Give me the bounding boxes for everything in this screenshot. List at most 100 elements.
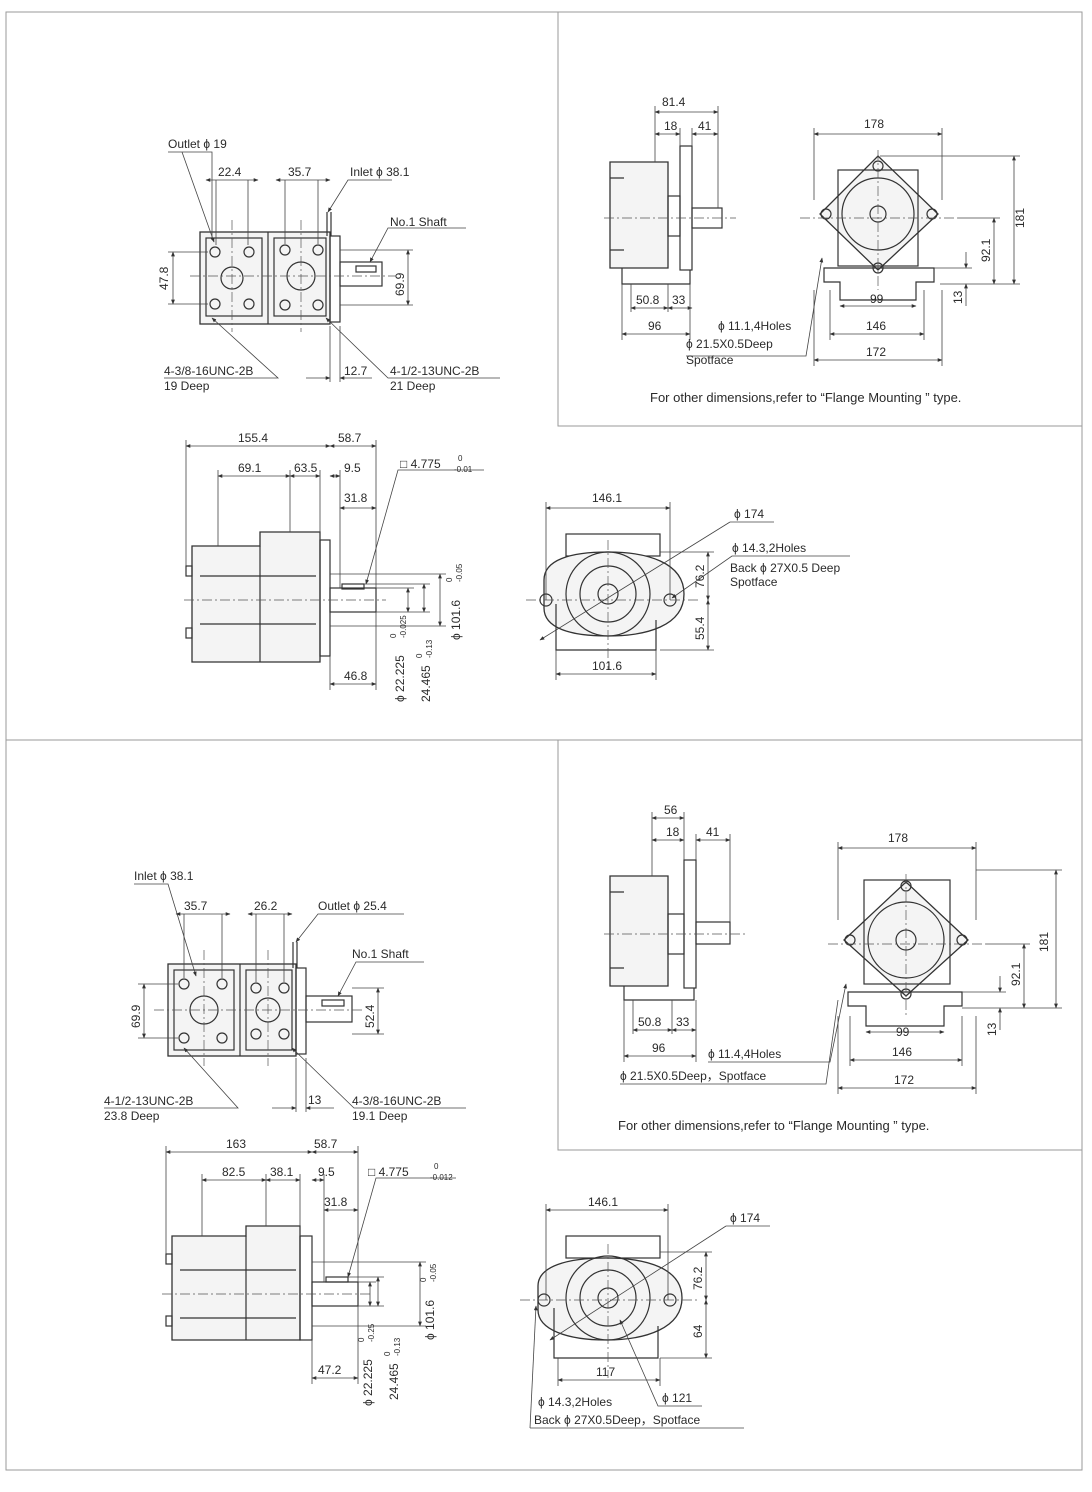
s1-shaft-label: No.1 Shaft (390, 215, 447, 229)
s2-foot-50-8: 50.8 (638, 1015, 662, 1029)
s1-front-146-1: 146.1 (592, 491, 622, 505)
s2-side-shaft-dia: ϕ 22.225 (361, 1359, 375, 1406)
s1-foot-50-8: 50.8 (636, 293, 660, 307)
s1-side-key: □ 4.775 (400, 457, 441, 471)
s1-outlet-label: Outlet ϕ 19 (168, 137, 227, 151)
s1-foot-side-view: 81.4 18 41 50.8 33 96 (604, 95, 736, 340)
s2-side-47-2: 47.2 (318, 1363, 342, 1377)
s1-side-9-5: 9.5 (344, 461, 361, 475)
s1-side-58-7: 58.7 (338, 431, 362, 445)
s1-front-view: 146.1 ϕ 174 ϕ 14.3,2Holes Back ϕ 27X0.5 … (526, 491, 850, 680)
s2-dim-52-4: 52.4 (363, 1004, 377, 1028)
s2-front-back: Back ϕ 27X0.5Deep，Spotface (534, 1413, 700, 1427)
s1-foot-18: 18 (664, 119, 678, 133)
s1-side-view: 155.4 58.7 69.1 63.5 9.5 31.8 □ 4.775 0 … (184, 431, 484, 702)
s2-foot-172: 172 (894, 1073, 914, 1087)
s2-foot-33: 33 (676, 1015, 690, 1029)
s2-front-174: ϕ 174 (730, 1211, 760, 1225)
s2-side-82-5: 82.5 (222, 1165, 246, 1179)
s2-dim-26-2: 26.2 (254, 899, 278, 913)
s1-foot-holes: ϕ 11.1,4Holes (718, 319, 791, 333)
s1-side-155-4: 155.4 (238, 431, 268, 445)
s2-foot-96: 96 (652, 1041, 666, 1055)
s1-front-back1: Back ϕ 27X0.5 Deep (730, 561, 840, 575)
s2-thread-right: 4-3/8-16UNC-2B (352, 1094, 441, 1108)
s1-foot-13: 13 (951, 290, 965, 304)
s2-foot-front-view: 178 181 92.1 13 99 146 172 ϕ 11.4,4Holes… (618, 831, 1062, 1133)
s1-dim-47-8: 47.8 (157, 266, 171, 290)
s2-front-146-1: 146.1 (588, 1195, 618, 1209)
s1-side-key-tol-up: 0 (458, 454, 463, 463)
s1-dim-22-4: 22.4 (218, 165, 242, 179)
s2-side-pilot-tol-up: 0 (419, 1277, 428, 1282)
s1-foot-spot1: ϕ 21.5X0.5Deep (686, 337, 773, 351)
section2-foot-panel (557, 739, 1083, 1151)
s2-side-key-h-tol-dn: -0.13 (393, 1337, 402, 1356)
s2-dim-13: 13 (308, 1093, 322, 1107)
s1-side-pilot: ϕ 101.6 (449, 600, 463, 640)
s1-side-shaft-dia: ϕ 22.225 (393, 655, 407, 702)
s1-front-holes: ϕ 14.3,2Holes (732, 541, 806, 555)
s2-outlet-label: Outlet ϕ 25.4 (318, 899, 387, 913)
s2-foot-holes: ϕ 11.4,4Holes (708, 1047, 781, 1061)
s2-side-58-7: 58.7 (314, 1137, 338, 1151)
s1-side-pilot-tol-dn: -0.05 (455, 563, 464, 582)
s1-thread-left: 4-3/8-16UNC-2B (164, 364, 253, 378)
s2-front-view: 146.1 ϕ 174 76.2 64 117 ϕ 121 ϕ 14.3,2Ho… (520, 1195, 770, 1429)
s2-foot-spot: ϕ 21.5X0.5Deep，Spotface (620, 1069, 766, 1083)
s2-side-key-h: 24.465 (387, 1363, 401, 1400)
s2-inlet-label: Inlet ϕ 38.1 (134, 869, 194, 883)
s2-side-key-tol-up: 0 (434, 1162, 439, 1171)
s1-foot-41: 41 (698, 119, 712, 133)
s1-foot-178: 178 (864, 117, 884, 131)
s2-foot-13: 13 (985, 1022, 999, 1036)
s1-thread-right: 4-1/2-13UNC-2B (390, 364, 479, 378)
s1-foot-spot2: Spotface (686, 353, 734, 367)
s2-side-shaft-tol-dn: -0.25 (367, 1323, 376, 1342)
section1-foot-panel (557, 11, 1083, 427)
s2-thread-left: 4-1/2-13UNC-2B (104, 1094, 193, 1108)
s1-foot-92-1: 92.1 (979, 238, 993, 262)
s1-side-63-5: 63.5 (294, 461, 318, 475)
s1-side-key-h: 24.465 (419, 665, 433, 702)
s1-front-back2: Spotface (730, 575, 778, 589)
s2-foot-146: 146 (892, 1045, 912, 1059)
s1-foot-146: 146 (866, 319, 886, 333)
s1-side-shaft-tol-up: 0 (389, 633, 398, 638)
s1-dim-69-9: 69.9 (393, 272, 407, 296)
s1-dim-35-7: 35.7 (288, 165, 312, 179)
s2-foot-18: 18 (666, 825, 680, 839)
s2-side-38-1: 38.1 (270, 1165, 294, 1179)
s1-front-101-6: 101.6 (592, 659, 622, 673)
s2-dim-69-9: 69.9 (129, 1004, 143, 1028)
s1-side-69-1: 69.1 (238, 461, 262, 475)
s2-thread-right-depth: 19.1 Deep (352, 1109, 408, 1123)
s2-foot-181: 181 (1037, 932, 1051, 952)
s1-side-key-h-tol-up: 0 (415, 653, 424, 658)
s2-side-key: □ 4.775 (368, 1165, 409, 1179)
s2-side-key-tol-dn: -0.012 (430, 1173, 453, 1182)
s1-thread-left-depth: 19 Deep (164, 379, 210, 393)
s2-foot-note: For other dimensions,refer to “Flange Mo… (618, 1118, 929, 1133)
s2-thread-left-depth: 23.8 Deep (104, 1109, 160, 1123)
s2-side-view: 163 58.7 82.5 38.1 9.5 31.8 □ 4.775 0 -0… (162, 1137, 456, 1406)
s2-front-64: 64 (691, 1324, 705, 1338)
s1-foot-33: 33 (672, 293, 686, 307)
s2-top-view: Inlet ϕ 38.1 Outlet ϕ 25.4 No.1 Shaft 35… (104, 869, 466, 1123)
s2-foot-92-1: 92.1 (1009, 962, 1023, 986)
s1-front-55-4: 55.4 (693, 616, 707, 640)
s1-foot-81-4: 81.4 (662, 95, 686, 109)
s2-foot-56: 56 (664, 803, 678, 817)
s1-foot-172: 172 (866, 345, 886, 359)
s2-side-key-h-tol-up: 0 (383, 1351, 392, 1356)
s1-dim-12-7: 12.7 (344, 364, 368, 378)
s1-foot-181: 181 (1013, 208, 1027, 228)
s2-foot-side-view: 56 18 41 50.8 33 96 (604, 803, 746, 1062)
s1-side-pilot-tol-up: 0 (445, 577, 454, 582)
s1-side-key-tol-dn: -0.01 (454, 465, 473, 474)
s2-foot-99: 99 (896, 1025, 910, 1039)
s1-top-view: Outlet ϕ 19 Inlet ϕ 38.1 No.1 Shaft 22.4… (157, 137, 500, 393)
s2-side-pilot: ϕ 101.6 (423, 1300, 437, 1340)
s1-inlet-label: Inlet ϕ 38.1 (350, 165, 410, 179)
s1-foot-96: 96 (648, 319, 662, 333)
